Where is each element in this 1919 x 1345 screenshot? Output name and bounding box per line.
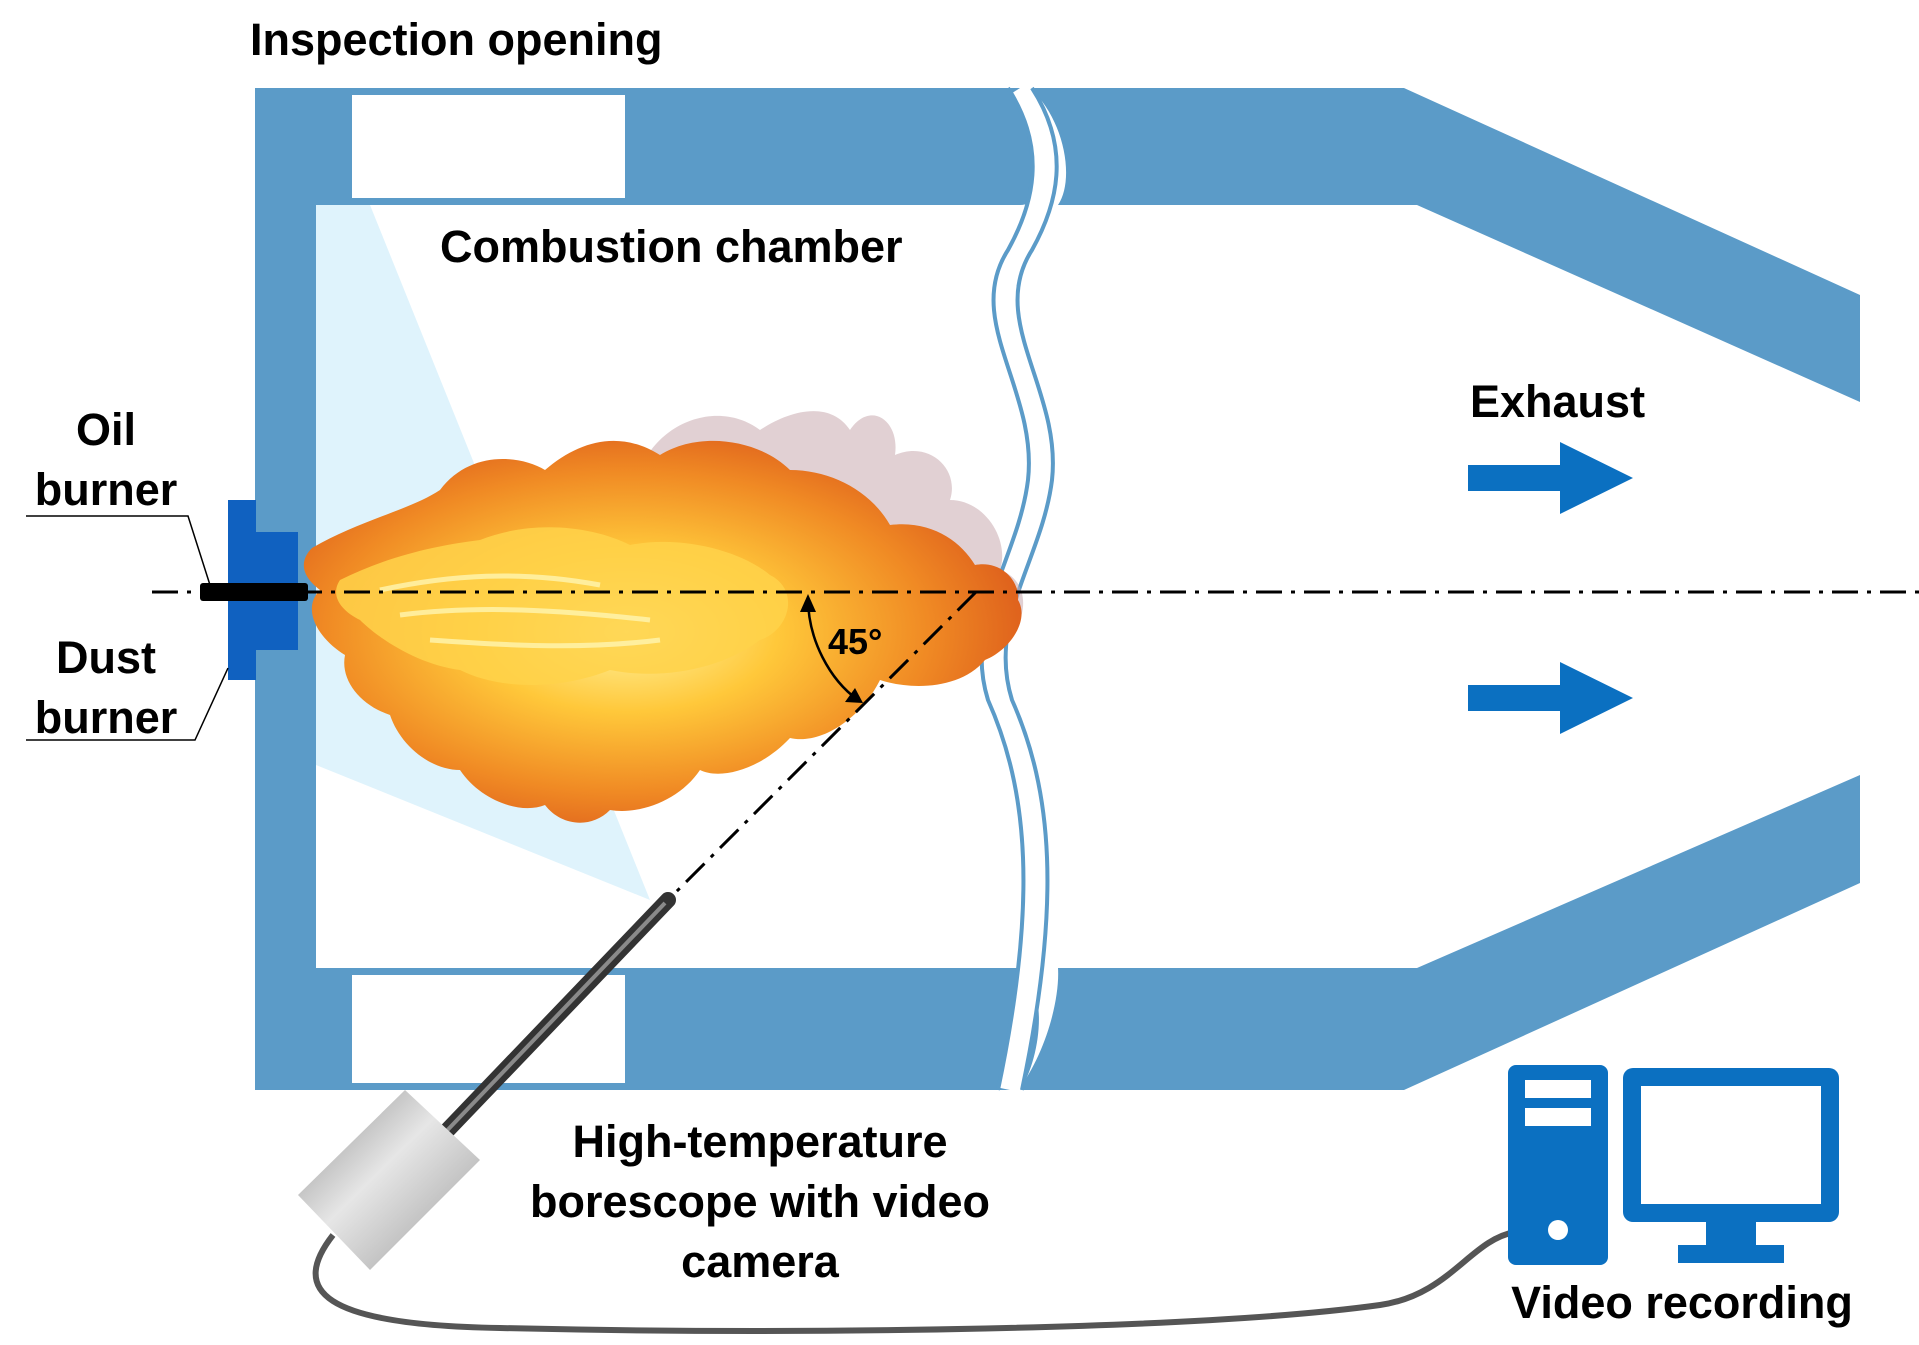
borescope-label-line3: camera	[681, 1236, 840, 1287]
video-camera-body	[298, 1090, 480, 1270]
borescope	[298, 892, 676, 1270]
burner-assembly	[200, 500, 308, 680]
section-break	[979, 82, 1059, 1093]
angle-label: 45°	[828, 621, 882, 662]
angle-indicator: 45°	[800, 594, 882, 703]
arrow-right-icon	[1468, 662, 1633, 734]
borescope-label-line1: High-temperature	[572, 1116, 947, 1167]
dust-burner-label-line1: Dust	[56, 632, 156, 683]
inspection-opening-label: Inspection opening	[250, 14, 663, 65]
flame	[303, 411, 1024, 823]
chamber-wall	[255, 88, 1043, 1090]
exhaust-wall-bottom	[1018, 775, 1860, 1090]
borescope-axis-line	[666, 590, 978, 902]
camera-cable	[312, 1229, 1516, 1334]
oil-burner-label-line2: burner	[35, 464, 178, 515]
oil-burner-label-line1: Oil	[76, 404, 136, 455]
arc-arrowhead-top	[800, 594, 816, 612]
video-recording-label: Video recording	[1511, 1277, 1853, 1328]
chamber-wall-right-section	[1018, 88, 1860, 1090]
flame-hot-streaks	[379, 573, 661, 649]
exhaust-wall-top	[1030, 88, 1860, 402]
dust-burner-leader	[26, 667, 229, 741]
monitor-icon	[1623, 1068, 1839, 1263]
computer-tower-icon	[1508, 1065, 1608, 1265]
arrow-right-icon	[1468, 442, 1633, 514]
oil-burner-lance	[200, 583, 308, 601]
combustion-chamber-label: Combustion chamber	[440, 221, 903, 272]
borescope-label-line2: borescope with video	[530, 1176, 990, 1227]
exhaust-label: Exhaust	[1470, 376, 1645, 427]
borescope-tube-highlight	[435, 901, 667, 1143]
exhaust-arrows	[1468, 442, 1633, 734]
computer-icon-group	[1508, 1065, 1839, 1265]
inspection-opening-top	[352, 95, 625, 198]
arc-arrowhead-bottom	[845, 688, 863, 703]
dust-burner-label-line2: burner	[35, 692, 178, 743]
oil-burner-leader	[26, 515, 211, 586]
flame-core	[336, 527, 789, 685]
